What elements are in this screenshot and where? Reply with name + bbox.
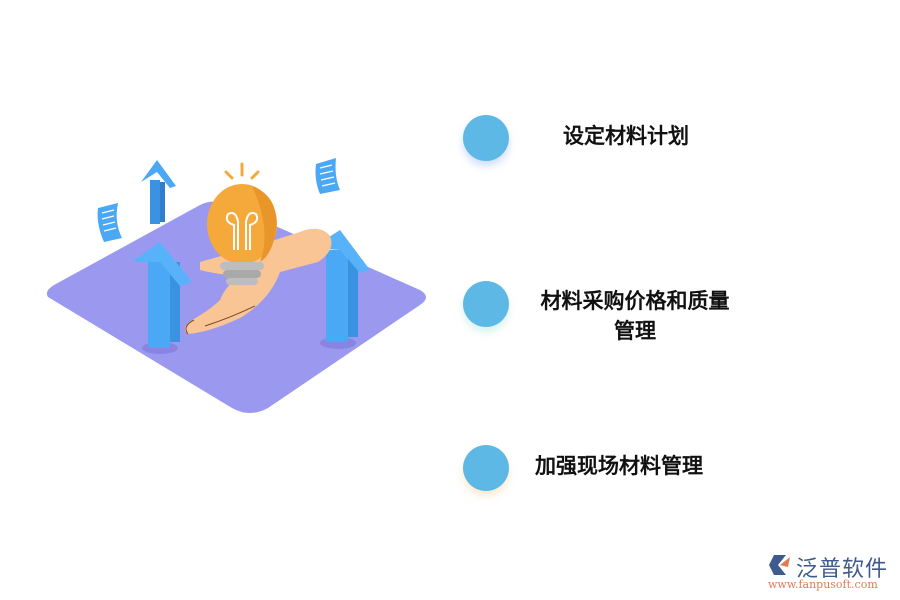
item-label-line1: 材料采购价格和质量: [540, 289, 730, 313]
item-label: 材料采购价格和质量 管理: [525, 286, 745, 346]
light-bulb-icon: [207, 184, 277, 285]
list-item-procurement: 材料采购价格和质量 管理: [463, 281, 763, 351]
hand-icon: [184, 228, 332, 335]
illustration-hand-bulb: [46, 158, 426, 413]
arrow-left-icon: [132, 242, 192, 354]
bullet-dot: [463, 445, 509, 491]
item-label: 设定材料计划: [563, 124, 689, 148]
item-label-line2: 管理: [614, 319, 656, 343]
logo-mark-icon: [769, 555, 790, 575]
logo-url-text: www.fanpusoft.com: [768, 578, 878, 591]
bulb-rays-icon: [224, 162, 260, 180]
list-item-material-plan: 设定材料计划: [463, 115, 763, 175]
bullet-dot: [463, 281, 509, 327]
item-label: 加强现场材料管理: [535, 454, 703, 478]
list-item-site-management: 加强现场材料管理: [463, 445, 763, 505]
brand-logo: 泛普软件 www.fanpusoft.com: [768, 551, 898, 596]
paper-left-icon: [97, 203, 122, 242]
logo-brand-text: 泛普软件: [796, 557, 889, 582]
bullet-dot: [463, 115, 509, 161]
paper-right-icon: [315, 158, 340, 194]
arrow-small-icon: [141, 160, 176, 224]
